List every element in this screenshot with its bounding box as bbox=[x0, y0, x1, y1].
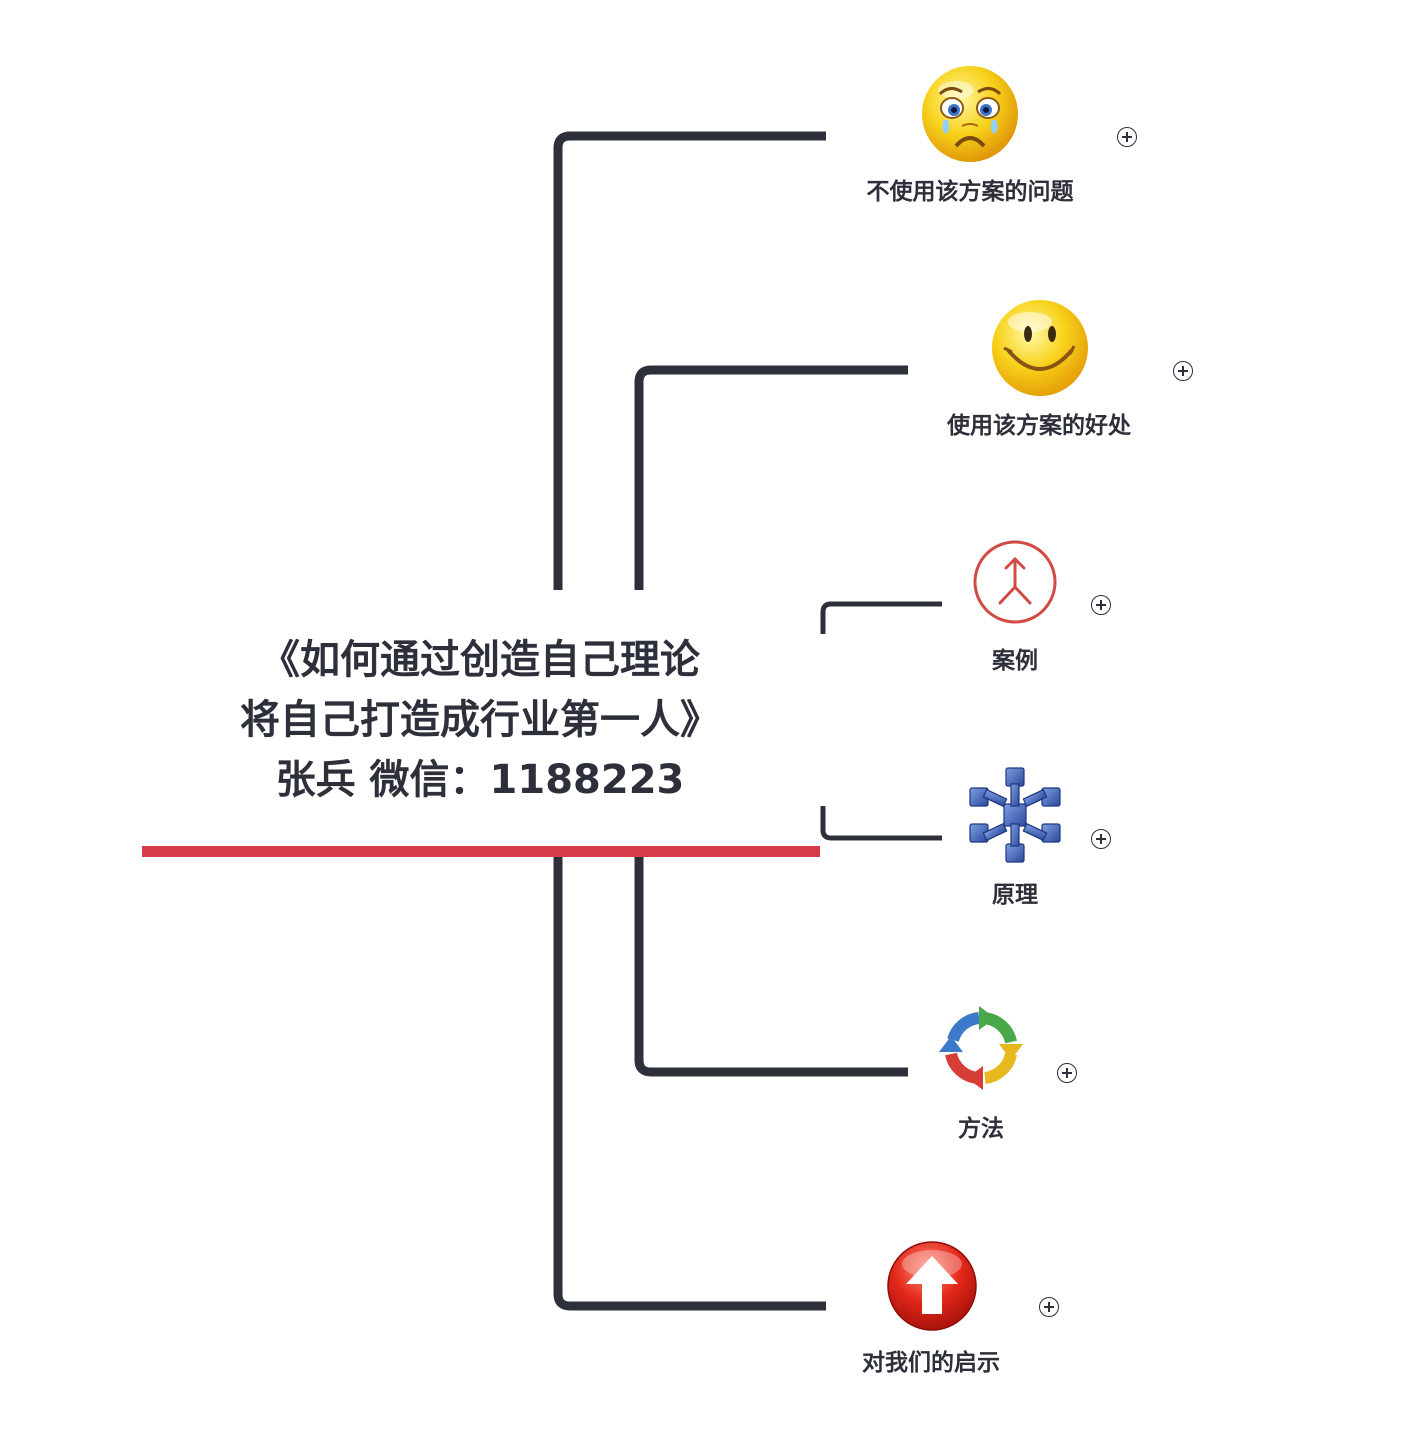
connector-problems bbox=[553, 131, 826, 590]
expand-inspiration-button[interactable] bbox=[1039, 1297, 1059, 1317]
root-topic-title[interactable]: 《如何通过创造自己理论 将自己打造成行业第一人》 张兵 微信：1188223 bbox=[150, 630, 810, 810]
connector-methods bbox=[634, 857, 908, 1077]
connector-principles bbox=[820, 806, 942, 841]
up-arrow-icon bbox=[886, 1240, 978, 1332]
molecule-structure-icon bbox=[966, 764, 1064, 866]
root-topic-underline bbox=[142, 846, 820, 857]
connector-cases bbox=[820, 601, 942, 634]
branch-label-inspiration[interactable]: 对我们的启示 bbox=[862, 1350, 1000, 1376]
root-title-line-2: 将自己打造成行业第一人》 bbox=[240, 697, 720, 743]
branch-label-methods[interactable]: 方法 bbox=[958, 1116, 1004, 1142]
expand-problems-button[interactable] bbox=[1117, 127, 1137, 147]
expand-methods-button[interactable] bbox=[1057, 1063, 1077, 1083]
connector-inspiration bbox=[553, 857, 826, 1311]
expand-cases-button[interactable] bbox=[1091, 595, 1111, 615]
branch-label-problems[interactable]: 不使用该方案的问题 bbox=[866, 179, 1074, 205]
branch-label-principles[interactable]: 原理 bbox=[992, 882, 1038, 908]
branch-label-benefits[interactable]: 使用该方案的好处 bbox=[947, 413, 1131, 439]
branch-label-cases[interactable]: 案例 bbox=[992, 648, 1038, 674]
smiley-face-icon bbox=[990, 298, 1090, 398]
root-title-line-3: 张兵 微信：1188223 bbox=[275, 757, 685, 803]
expand-benefits-button[interactable] bbox=[1173, 361, 1193, 381]
merge-arrow-icon bbox=[972, 539, 1058, 625]
expand-principles-button[interactable] bbox=[1091, 829, 1111, 849]
cycle-arrows-icon bbox=[935, 1002, 1027, 1094]
connector-benefits bbox=[634, 365, 908, 590]
root-title-line-1: 《如何通过创造自己理论 bbox=[260, 637, 700, 683]
crying-face-icon bbox=[920, 64, 1020, 164]
